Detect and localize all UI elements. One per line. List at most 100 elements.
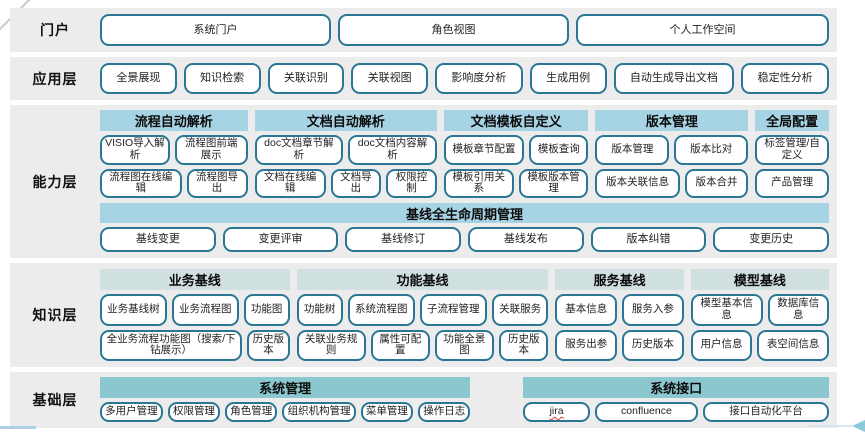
button-row: 功能树系统流程图子流程管理关联服务 <box>296 294 549 326</box>
pill-button[interactable]: 全业务流程功能图（搜索/下钻展示） <box>100 329 243 361</box>
pill-button[interactable]: doc文档章节解析 <box>254 135 344 165</box>
group-header: 功能基线 <box>296 269 549 290</box>
pill-button[interactable]: 基线变更 <box>100 227 216 252</box>
button-row: 版本关联信息版本合并 <box>595 168 749 198</box>
pill-button[interactable]: 系统门户 <box>100 14 331 46</box>
pill-button[interactable]: 关联服务 <box>491 294 549 326</box>
pill-button[interactable]: VISIO导入解析 <box>100 135 170 165</box>
pill-button[interactable]: 关联业务规则 <box>296 329 366 361</box>
group-header: 文档模板自定义 <box>443 110 589 131</box>
pill-button[interactable]: 变更历史 <box>713 227 830 252</box>
pill-button[interactable]: 流程图导出 <box>186 168 248 198</box>
pill-button[interactable]: 版本比对 <box>674 135 749 165</box>
pill-button[interactable]: 文档在线编辑 <box>254 168 326 198</box>
pill-button[interactable]: 基线发布 <box>468 227 584 252</box>
button-row: 模型基本信息数据库信息 <box>690 294 830 326</box>
pill-button[interactable]: 业务基线树 <box>100 294 167 326</box>
group-knowledge-0: 业务基线业务基线树业务流程图功能图全业务流程功能图（搜索/下钻展示）历史版本 <box>100 269 290 361</box>
pill-button[interactable]: confluence <box>594 402 699 422</box>
pill-button[interactable]: 业务流程图 <box>171 294 239 326</box>
pill-button[interactable]: 模板查询 <box>529 135 589 165</box>
layer-label-base: 基础层 <box>32 392 78 408</box>
pill-button[interactable]: 表空间信息 <box>757 329 830 361</box>
pill-button[interactable]: 功能图 <box>243 294 290 326</box>
pill-button[interactable]: 版本合并 <box>684 168 749 198</box>
layer-bands-container: 门户 系统门户角色视图个人工作空间应用层全景展现知识检索关联识别关联视图影响度分析… <box>10 8 837 428</box>
pill-button[interactable]: 数据库信息 <box>767 294 830 326</box>
pill-button[interactable]: 权限管理 <box>167 402 221 422</box>
pill-button[interactable]: 个人工作空间 <box>576 14 829 46</box>
pill-button[interactable]: 模板版本管理 <box>518 168 589 198</box>
layer-band-knowledge: 知识层业务基线业务基线树业务流程图功能图全业务流程功能图（搜索/下钻展示）历史版… <box>10 263 837 367</box>
group-capability-3: 版本管理版本管理版本比对版本关联信息版本合并 <box>595 110 749 198</box>
bottom-left-line-decoration <box>0 426 36 429</box>
group-header: 业务基线 <box>100 269 290 290</box>
layer-band-application: 应用层全景展现知识检索关联识别关联视图影响度分析生成用例自动生成导出文档稳定性分… <box>10 57 837 100</box>
layer-label-knowledge: 知识层 <box>32 307 78 323</box>
pill-button[interactable]: 基线修订 <box>345 227 462 252</box>
pill-button[interactable]: 用户信息 <box>690 329 753 361</box>
pill-button[interactable]: 模板章节配置 <box>443 135 525 165</box>
pill-button[interactable]: 历史版本 <box>622 329 684 361</box>
pill-button[interactable]: 全景展现 <box>100 63 177 94</box>
pill-button[interactable]: 角色视图 <box>338 14 569 46</box>
pill-button[interactable]: 历史版本 <box>247 329 290 361</box>
layer-content-capability: 流程自动解析 VISIO导入解析流程图前端展示流程图在线编辑流程图导出 文档自动解析… <box>100 105 837 258</box>
pill-button[interactable]: 影响度分析 <box>435 63 523 94</box>
layer-label-portal: 门户 <box>40 22 70 38</box>
button-row: 关联业务规则属性可配置功能全景图历史版本 <box>296 329 549 361</box>
pill-button[interactable]: jira <box>523 402 590 422</box>
pill-button[interactable]: 版本管理 <box>595 135 670 165</box>
pill-button[interactable]: 流程图前端展示 <box>174 135 248 165</box>
group-header: 全局配置 <box>755 110 830 131</box>
pill-button[interactable]: 组织机构管理 <box>282 402 356 422</box>
button-row: 版本管理版本比对 <box>595 135 749 165</box>
pill-button[interactable]: 版本纠错 <box>590 227 707 252</box>
layer-content-portal: 系统门户角色视图个人工作空间 <box>100 8 837 52</box>
button-row: VISIO导入解析流程图前端展示 <box>100 135 248 165</box>
button-row: 全景展现知识检索关联识别关联视图影响度分析生成用例自动生成导出文档稳定性分析 <box>100 63 829 94</box>
pill-button[interactable]: 稳定性分析 <box>741 63 829 94</box>
pill-button[interactable]: 关联识别 <box>267 63 345 94</box>
pill-button[interactable]: 系统流程图 <box>347 294 415 326</box>
pill-button[interactable]: 基本信息 <box>555 294 618 326</box>
pill-button[interactable]: doc文档内容解析 <box>348 135 437 165</box>
pill-button[interactable]: 子流程管理 <box>419 294 487 326</box>
pill-button[interactable]: 标签管理/自定义 <box>755 135 830 165</box>
group-knowledge-3: 模型基线模型基本信息数据库信息用户信息表空间信息 <box>690 269 830 361</box>
pill-button[interactable]: 产品管理 <box>755 168 830 198</box>
group-base-0: 系统管理多用户管理权限管理角色管理组织机构管理菜单管理操作日志 <box>100 377 471 422</box>
pill-button[interactable]: 功能全景图 <box>434 329 495 361</box>
pill-button[interactable]: 历史版本 <box>499 329 549 361</box>
group-header: 文档自动解析 <box>254 110 437 131</box>
pill-button[interactable]: 服务入参 <box>622 294 684 326</box>
layer-content-application: 全景展现知识检索关联识别关联视图影响度分析生成用例自动生成导出文档稳定性分析 <box>100 57 837 100</box>
pill-button[interactable]: 模板引用关系 <box>443 168 514 198</box>
button-row: 模板章节配置模板查询 <box>443 135 589 165</box>
pill-button[interactable]: 关联视图 <box>351 63 428 94</box>
pill-button[interactable]: 角色管理 <box>225 402 278 422</box>
pill-button[interactable]: 属性可配置 <box>370 329 430 361</box>
pill-button[interactable]: 服务出参 <box>555 329 618 361</box>
pill-button[interactable]: 权限控制 <box>386 168 437 198</box>
pill-button[interactable]: 生成用例 <box>529 63 607 94</box>
group-header: 流程自动解析 <box>100 110 248 131</box>
pill-button[interactable]: 知识检索 <box>183 63 261 94</box>
pill-button[interactable]: 菜单管理 <box>360 402 414 422</box>
pill-button[interactable]: 模型基本信息 <box>690 294 763 326</box>
button-row: 用户信息表空间信息 <box>690 329 830 361</box>
pill-button[interactable]: 变更评审 <box>222 227 339 252</box>
pill-button[interactable]: 文档导出 <box>330 168 382 198</box>
group-capability-2: 文档模板自定义模板章节配置模板查询模板引用关系模板版本管理 <box>443 110 589 198</box>
pill-button[interactable]: 接口自动化平台 <box>703 402 829 422</box>
pill-button[interactable]: 流程图在线编辑 <box>100 168 182 198</box>
pill-button[interactable]: 操作日志 <box>418 402 471 422</box>
button-row: 标签管理/自定义 <box>755 135 830 165</box>
pill-button[interactable]: 版本关联信息 <box>595 168 680 198</box>
pill-button[interactable]: 自动生成导出文档 <box>613 63 735 94</box>
pill-button[interactable]: 功能树 <box>296 294 343 326</box>
pill-button[interactable]: 多用户管理 <box>100 402 163 422</box>
